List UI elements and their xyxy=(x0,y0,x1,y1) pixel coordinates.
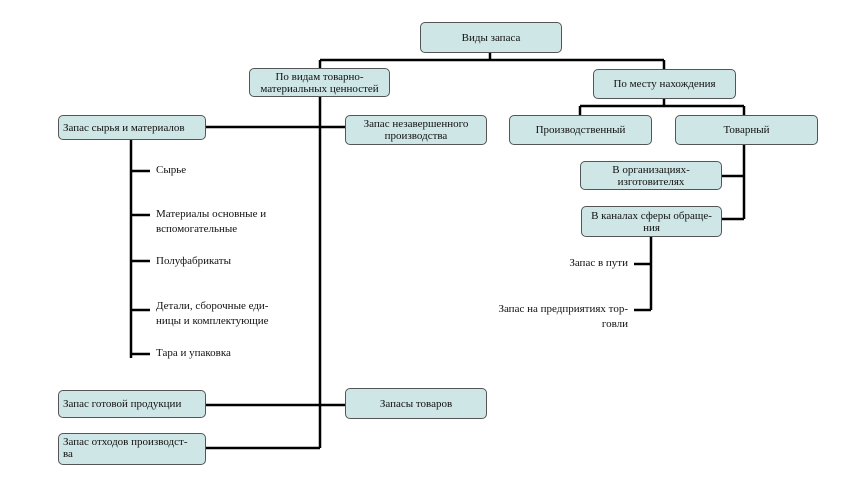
in-transit-label: Запас в пути xyxy=(569,257,628,269)
trade-stock-label-1: Запас на предприятиях тор- xyxy=(498,303,628,315)
by-type-label-2: материальных ценностей xyxy=(260,82,379,95)
channels-label-2: ния xyxy=(643,221,660,234)
commodity-label: Товарный xyxy=(723,124,770,136)
item-semi-finished-label: Полуфабрикаты xyxy=(156,255,231,267)
wip-label-2: производства xyxy=(384,130,448,142)
by-type-label-1: По видам товарно- xyxy=(275,70,364,83)
item-materials-label-2: вспомогательные xyxy=(156,223,238,235)
item-semi-finished: Полуфабрикаты xyxy=(156,254,231,269)
item-packaging-label: Тара и упаковка xyxy=(156,347,231,359)
item-raw: Сырье xyxy=(156,163,186,178)
trade-stock-label-2: говли xyxy=(601,318,628,330)
production-node: Производственный xyxy=(509,115,652,145)
production-label: Производственный xyxy=(535,124,626,136)
channels-label-1: В каналах сферы обраще- xyxy=(591,209,712,222)
item-materials: Материалы основные и вспомогательные xyxy=(156,207,266,237)
item-raw-label: Сырье xyxy=(156,164,187,176)
manufacturers-node: В организациях- изготовителях xyxy=(580,161,722,190)
by-location-node: По месту нахождения xyxy=(593,69,736,99)
root-label: Виды запаса xyxy=(461,31,521,44)
item-materials-label-1: Материалы основные и xyxy=(156,208,267,220)
waste-label-1: Запас отходов производст- xyxy=(63,436,188,448)
by-type-node: По видам товарно- материальных ценностей xyxy=(249,68,390,97)
channels-node: В каналах сферы обраще- ния xyxy=(581,206,722,237)
in-transit-text: Запас в пути xyxy=(540,256,628,271)
waste-node: Запас отходов производст- ва xyxy=(58,433,206,465)
raw-materials-label: Запас сырья и материалов xyxy=(63,121,185,134)
goods-stock-label: Запасы товаров xyxy=(379,397,453,410)
by-location-label: По месту нахождения xyxy=(613,78,716,90)
item-parts-label-2: ницы и комплектующие xyxy=(156,315,269,327)
item-parts-label-1: Детали, сборочные еди- xyxy=(156,300,269,312)
wip-node: Запас незавершенного производства xyxy=(345,115,487,145)
manufacturers-label-2: изготовителях xyxy=(617,175,685,188)
manufacturers-label-1: В организациях- xyxy=(612,163,690,176)
root-node: Виды запаса xyxy=(420,22,562,53)
raw-materials-node: Запас сырья и материалов xyxy=(58,115,206,140)
finished-goods-label: Запас готовой продукции xyxy=(63,398,182,410)
commodity-node: Товарный xyxy=(675,115,818,145)
trade-stock-text: Запас на предприятиях тор- говли xyxy=(470,302,628,332)
goods-stock-node: Запасы товаров xyxy=(345,388,487,419)
item-parts: Детали, сборочные еди- ницы и комплектую… xyxy=(156,299,269,329)
wip-label-1: Запас незавершенного xyxy=(363,118,469,130)
item-packaging: Тара и упаковка xyxy=(156,346,231,361)
waste-label-2: ва xyxy=(63,448,73,460)
finished-goods-node: Запас готовой продукции xyxy=(58,390,206,418)
